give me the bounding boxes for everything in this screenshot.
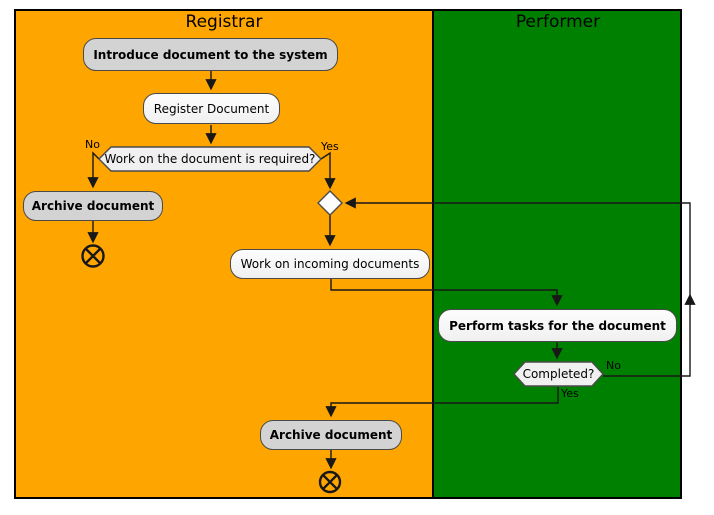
edge-label-required-no: No [85,138,100,151]
node-perform-tasks: Perform tasks for the document [438,309,677,342]
edge-label-completed-no: No [606,359,621,372]
decision-required-label: Work on the document is required? [104,152,316,166]
node-work-incoming-documents: Work on incoming documents [230,249,430,279]
swimlane-performer [434,9,682,499]
decision-completed-hexagon [513,361,604,387]
edge-completed-no-loop [344,197,691,377]
edge-label-completed-yes: Yes [561,387,579,400]
node-archive-document-registrar: Archive document [23,191,163,221]
edge-label-required-yes: Yes [321,140,339,153]
edge-decision-yes-merge [320,151,336,190]
flow-final-icon-performer [318,470,342,494]
merge-diamond [317,190,343,216]
edge-decision-no-archive [87,151,100,189]
edge-workincoming-perform [330,279,563,307]
edge-completed-yes-archive [325,387,559,418]
swimlane-title-performer: Performer [515,12,601,32]
swimlane-title-registrar: Registrar [185,12,263,32]
node-archive-document-performer: Archive document [260,420,402,450]
decision-completed-label: Completed? [522,367,595,381]
node-register-document: Register Document [143,93,280,124]
flow-final-icon-registrar [81,244,105,268]
decision-required-hexagon [98,146,322,172]
node-introduce-document: Introduce document to the system [83,38,338,71]
